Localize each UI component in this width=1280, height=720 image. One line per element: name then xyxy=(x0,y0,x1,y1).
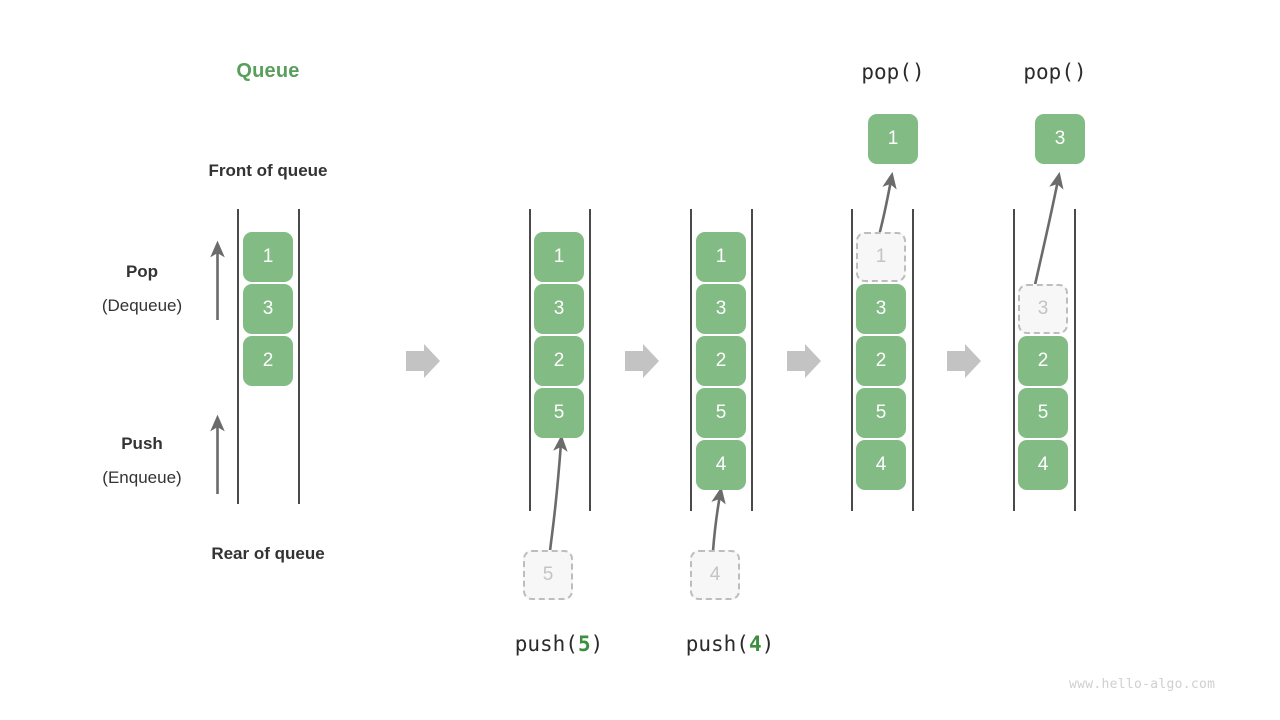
queue-rail-left-col1 xyxy=(529,209,531,511)
queue-cell: 1 xyxy=(696,232,746,282)
push-inflow-arrow-5 xyxy=(548,434,568,552)
queue-cell: 2 xyxy=(856,336,906,386)
front-of-queue-label: Front of queue xyxy=(208,161,328,180)
push-label-suffix: ) xyxy=(590,632,604,656)
push-label-arg: 4 xyxy=(748,632,762,656)
push-label: Push xyxy=(121,434,163,453)
rear-of-queue-label: Rear of queue xyxy=(211,544,325,563)
queue-cell: 2 xyxy=(696,336,746,386)
queue-cell: 4 xyxy=(696,440,746,490)
removed-queue-cell: 3 xyxy=(1018,284,1068,334)
queue-cell: 2 xyxy=(1018,336,1068,386)
push-sublabel: (Enqueue) xyxy=(102,468,182,487)
queue-cell: 1 xyxy=(534,232,584,282)
queue-rail-right-col2 xyxy=(751,209,753,511)
queue-rail-left-col4 xyxy=(1013,209,1015,511)
page-title: Queue xyxy=(236,60,300,82)
queue-rail-right-col3 xyxy=(912,209,914,511)
queue-cell: 5 xyxy=(534,388,584,438)
operation-label-pop-1: pop() xyxy=(861,60,925,84)
queue-rail-right-col4 xyxy=(1074,209,1076,511)
pending-push-cell: 5 xyxy=(523,550,573,600)
pending-push-cell: 4 xyxy=(690,550,740,600)
removed-queue-cell: 1 xyxy=(856,232,906,282)
queue-cell: 1 xyxy=(243,232,293,282)
transition-arrow-2 xyxy=(625,344,659,378)
transition-arrow-3 xyxy=(787,344,821,378)
push-label-arg: 5 xyxy=(577,632,591,656)
queue-cell: 4 xyxy=(1018,440,1068,490)
queue-cell: 2 xyxy=(534,336,584,386)
operation-label-push-5: push(5) xyxy=(459,632,659,656)
push-label-prefix: push( xyxy=(514,632,578,656)
operation-label-push-4: push(4) xyxy=(630,632,830,656)
queue-cell: 2 xyxy=(243,336,293,386)
push-label-suffix: ) xyxy=(761,632,775,656)
queue-cell: 3 xyxy=(243,284,293,334)
queue-cell: 3 xyxy=(696,284,746,334)
pop-sublabel: (Dequeue) xyxy=(101,296,183,315)
watermark: www.hello-algo.com xyxy=(1069,677,1216,692)
queue-cell: 3 xyxy=(534,284,584,334)
queue-cell: 3 xyxy=(856,284,906,334)
transition-arrow-4 xyxy=(947,344,981,378)
popped-value-cell: 1 xyxy=(868,114,918,164)
queue-rail-left-col0 xyxy=(237,209,239,504)
queue-rail-right-col1 xyxy=(589,209,591,511)
push-label-prefix: push( xyxy=(685,632,749,656)
operation-label-pop-2: pop() xyxy=(1023,60,1087,84)
pop-label: Pop xyxy=(125,262,159,281)
transition-arrow-1 xyxy=(406,344,440,378)
queue-cell: 4 xyxy=(856,440,906,490)
queue-rail-right-col0 xyxy=(298,209,300,504)
queue-rail-left-col3 xyxy=(851,209,853,511)
popped-value-cell: 3 xyxy=(1035,114,1085,164)
queue-cell: 5 xyxy=(856,388,906,438)
push-inflow-arrow-4 xyxy=(711,486,726,552)
queue-cell: 5 xyxy=(1018,388,1068,438)
queue-rail-left-col2 xyxy=(690,209,692,511)
queue-cell: 5 xyxy=(696,388,746,438)
